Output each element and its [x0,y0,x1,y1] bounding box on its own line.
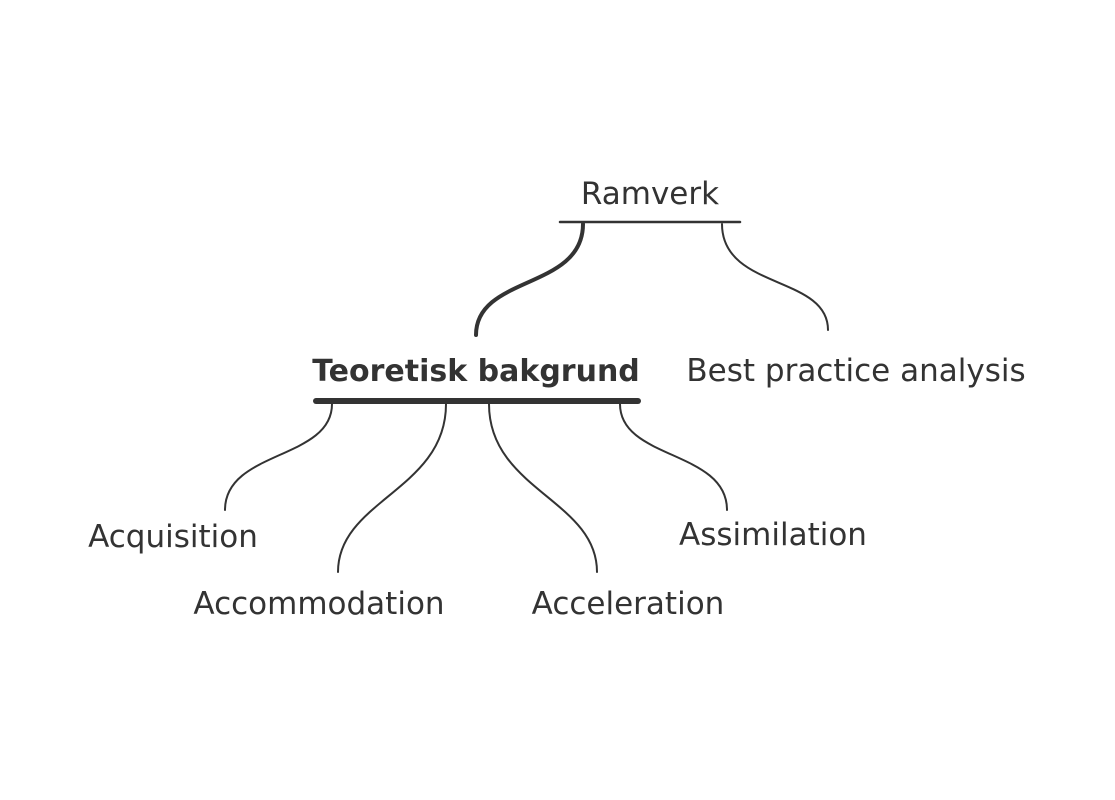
connector-teoretisk-bakgrund-to-assimilation [619,403,728,511]
node-acceleration[interactable]: Acceleration [532,586,725,622]
connector-teoretisk-bakgrund-to-accommodation [337,403,447,573]
connector-ramverk-to-best-practice-analysis [721,223,829,331]
node-acquisition[interactable]: Acquisition [88,519,258,555]
node-teoretisk-bakgrund[interactable]: Teoretisk bakgrund [312,354,641,404]
node-assimilation[interactable]: Assimilation [679,517,867,553]
node-ramverk[interactable]: Ramverk [558,176,742,224]
node-label-acceleration: Acceleration [532,586,725,622]
node-label-accommodation: Accommodation [193,586,444,622]
node-label-ramverk: Ramverk [581,176,719,212]
node-label-best-practice-analysis: Best practice analysis [686,353,1025,389]
node-label-acquisition: Acquisition [88,519,258,555]
connector-teoretisk-bakgrund-to-acquisition [224,403,333,511]
connector-teoretisk-bakgrund-to-acceleration [488,403,598,573]
node-label-assimilation: Assimilation [679,517,867,553]
connector-ramverk-to-teoretisk-bakgrund [474,222,585,337]
node-best-practice-analysis[interactable]: Best practice analysis [686,353,1025,389]
node-label-teoretisk-bakgrund: Teoretisk bakgrund [312,354,640,389]
node-accommodation[interactable]: Accommodation [193,586,444,622]
